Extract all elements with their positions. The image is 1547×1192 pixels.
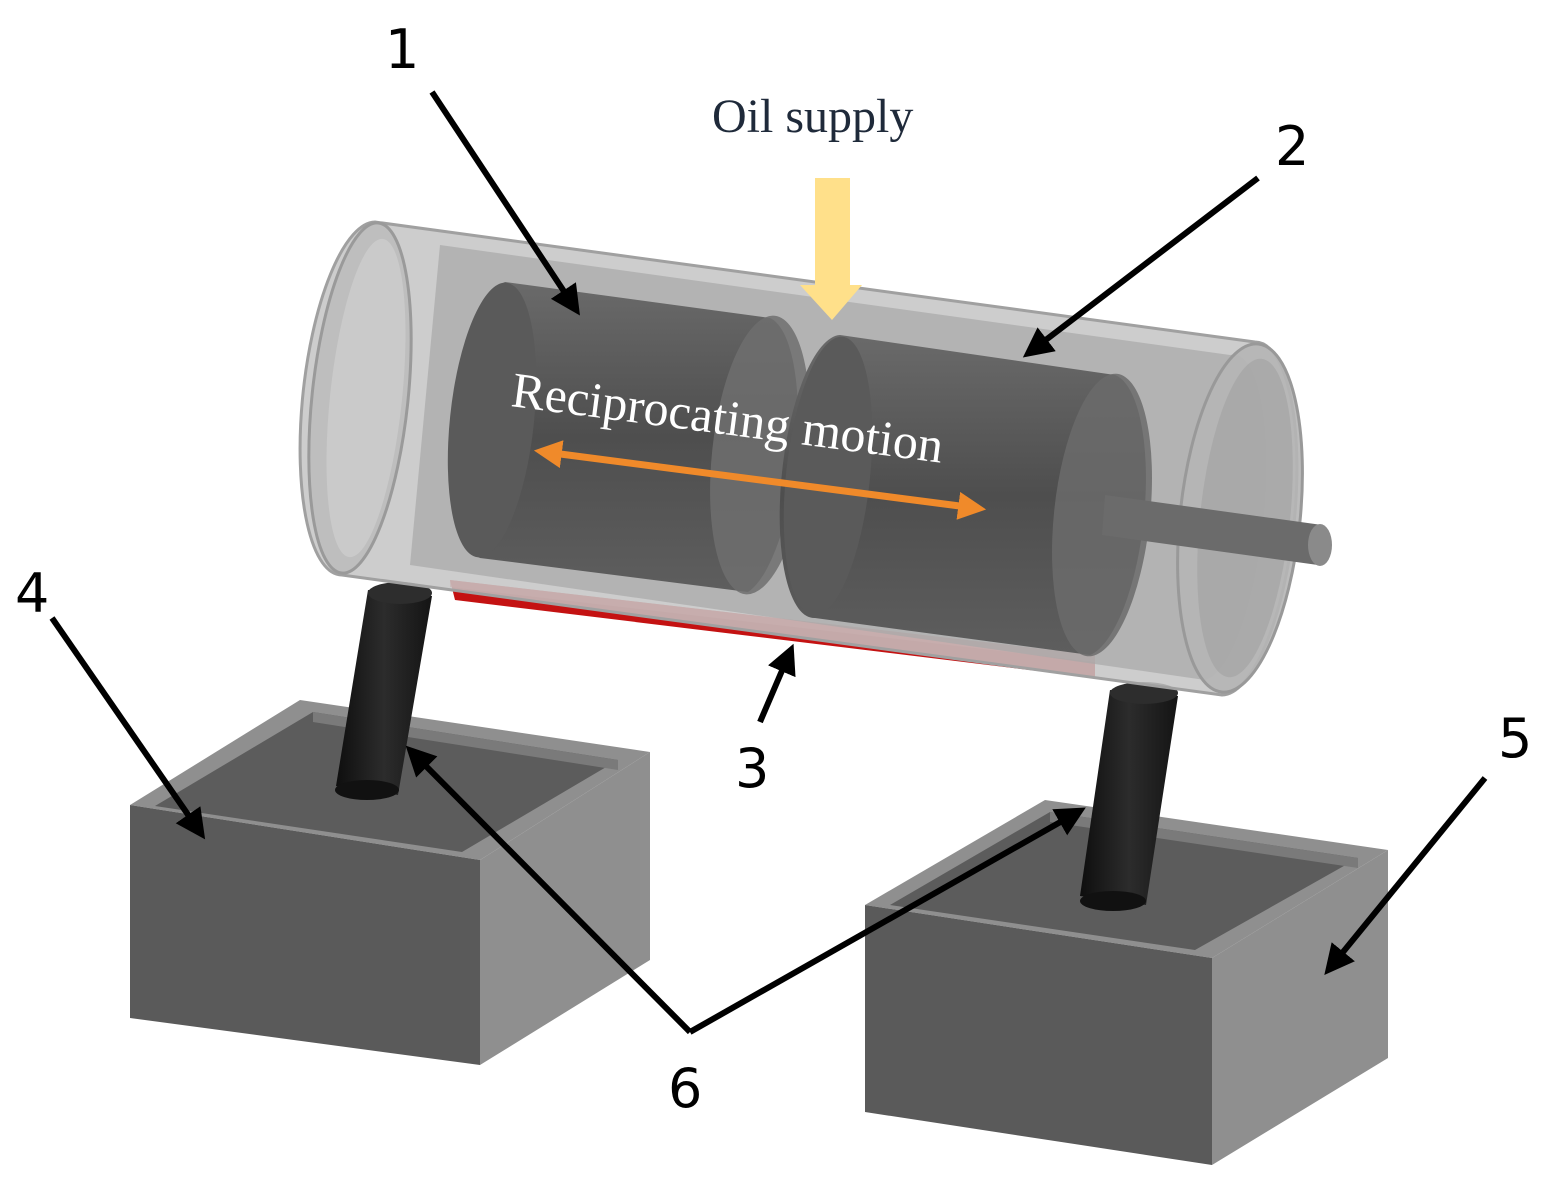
leader-arrow-4 (49, 616, 206, 840)
leader-arrow-1 (429, 90, 580, 316)
label-part-6: 6 (668, 1057, 702, 1120)
oil-supply-label: Oil supply (712, 90, 913, 143)
label-part-2: 2 (1275, 115, 1309, 178)
label-part-5: 5 (1498, 707, 1532, 770)
label-part-1: 1 (385, 18, 419, 81)
leader-arrows (49, 90, 1488, 1035)
leader-arrow-6a (405, 745, 693, 1035)
piston-rod (1102, 495, 1332, 566)
leader-arrow-6b (688, 807, 1086, 1035)
motion-double-arrow (533, 440, 987, 520)
label-part-3: 3 (735, 737, 769, 800)
support-post-left (335, 582, 432, 800)
leader-arrow-3 (757, 643, 796, 724)
leader-arrow-5 (1324, 776, 1488, 975)
label-part-4: 4 (15, 562, 49, 625)
oil-supply-arrow (800, 178, 862, 320)
leader-arrow-2 (1022, 175, 1260, 358)
base-box-right (865, 800, 1388, 1165)
